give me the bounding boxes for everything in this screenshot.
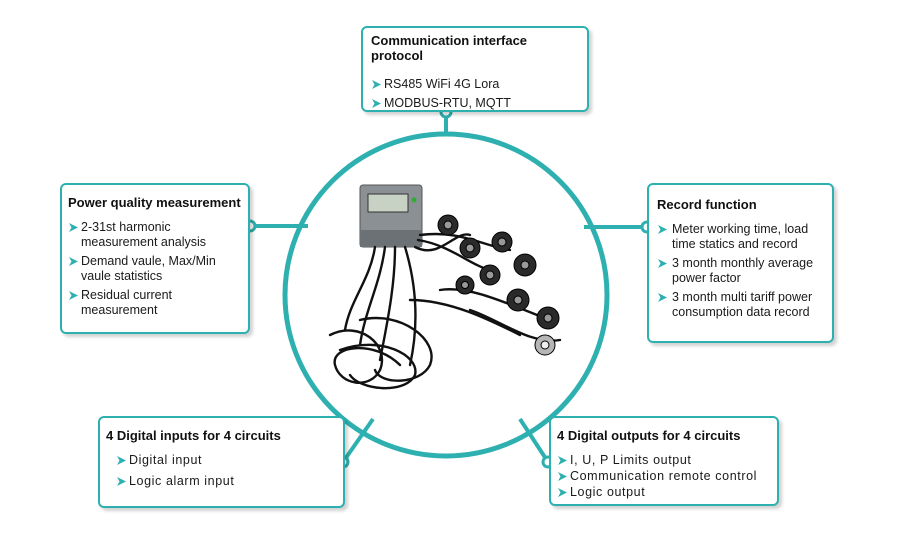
arrow-bullet-icon bbox=[69, 291, 78, 300]
power-quality-title: Power quality measurement bbox=[68, 195, 241, 210]
meter-display bbox=[367, 193, 409, 213]
digital-inputs-box: 4 Digital inputs for 4 circuits Digital … bbox=[98, 416, 345, 508]
digital-outputs-box: 4 Digital outputs for 4 circuits I, U, P… bbox=[549, 416, 779, 506]
list-item: 3 month monthly average power factor bbox=[657, 256, 824, 286]
arrow-bullet-icon bbox=[117, 456, 126, 465]
arrow-bullet-icon bbox=[372, 99, 381, 108]
list-item: Logic output bbox=[557, 485, 771, 500]
list-item: Digital input bbox=[116, 453, 337, 468]
list-item: Meter working time, load time statics an… bbox=[657, 222, 824, 252]
current-transformers bbox=[437, 214, 560, 356]
meter-led bbox=[411, 197, 417, 203]
communication-protocol-title: Communication interface protocol bbox=[371, 33, 528, 63]
energy-meter-illustration bbox=[328, 184, 562, 390]
list-item: Residual current measurement bbox=[68, 288, 242, 318]
connector-inputs bbox=[341, 417, 375, 464]
meter-base bbox=[360, 230, 422, 247]
power-quality-box: Power quality measurement 2-31st harmoni… bbox=[60, 183, 250, 334]
communication-protocol-box: Communication interface protocol RS485 W… bbox=[361, 26, 589, 112]
connector-outputs bbox=[518, 417, 550, 464]
list-item: I, U, P Limits output bbox=[557, 453, 771, 468]
arrow-bullet-icon bbox=[117, 477, 126, 486]
record-function-box: Record function Meter working time, load… bbox=[647, 183, 834, 343]
arrow-bullet-icon bbox=[658, 259, 667, 268]
list-item: 2-31st harmonic measurement analysis bbox=[68, 220, 242, 250]
arrow-bullet-icon bbox=[658, 293, 667, 302]
arrow-bullet-icon bbox=[658, 225, 667, 234]
arrow-bullet-icon bbox=[69, 257, 78, 266]
list-item: RS485 WiFi 4G Lora bbox=[371, 77, 579, 92]
list-item: Logic alarm input bbox=[116, 474, 337, 489]
arrow-bullet-icon bbox=[558, 456, 567, 465]
record-function-title: Record function bbox=[657, 197, 757, 212]
arrow-bullet-icon bbox=[69, 223, 78, 232]
arrow-bullet-icon bbox=[558, 488, 567, 497]
arrow-bullet-icon bbox=[558, 472, 567, 481]
digital-inputs-title: 4 Digital inputs for 4 circuits bbox=[106, 428, 281, 443]
list-item: Communication remote control bbox=[557, 469, 771, 484]
list-item: 3 month multi tariff power consumption d… bbox=[657, 290, 824, 320]
digital-outputs-title: 4 Digital outputs for 4 circuits bbox=[557, 428, 741, 443]
arrow-bullet-icon bbox=[372, 80, 381, 89]
list-item: MODBUS-RTU, MQTT bbox=[371, 96, 579, 111]
list-item: Demand vaule, Max/Min vaule statistics bbox=[68, 254, 242, 284]
